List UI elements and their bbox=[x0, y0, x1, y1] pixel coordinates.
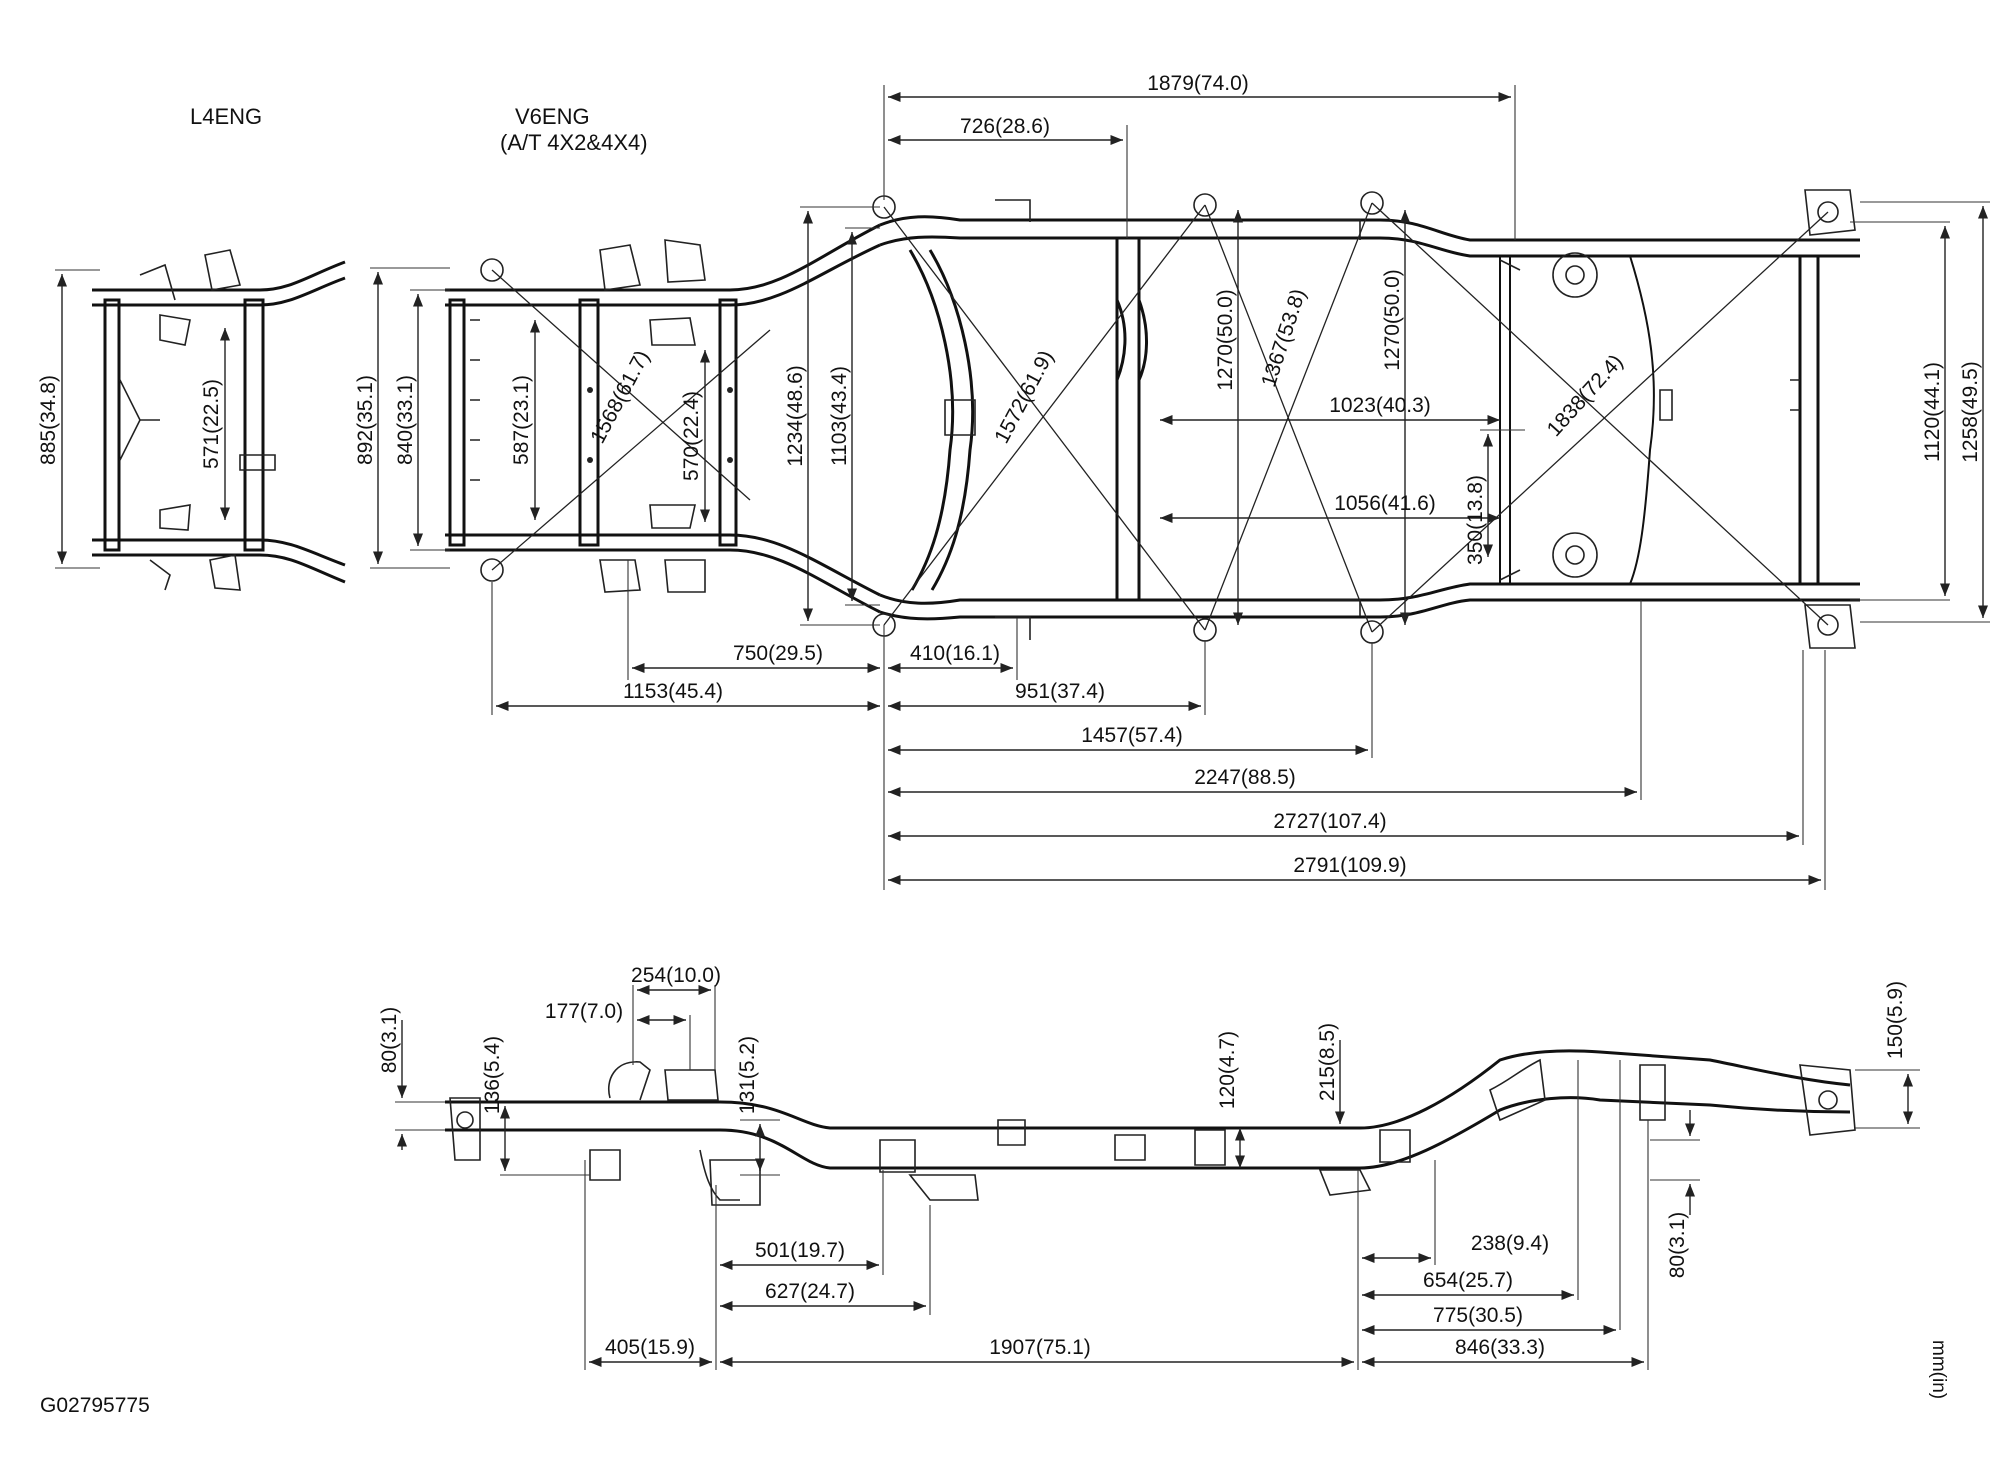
dim-1023: 1023(40.3) bbox=[1329, 394, 1431, 417]
dim-726: 726(28.6) bbox=[960, 115, 1050, 138]
l4-front-frame bbox=[92, 249, 346, 591]
dim-131: 131(5.2) bbox=[736, 1036, 759, 1114]
dim-238: 238(9.4) bbox=[1471, 1232, 1549, 1255]
l4-engine-heading: L4ENG bbox=[190, 104, 262, 129]
dim-1457: 1457(57.4) bbox=[1081, 724, 1183, 747]
dim-1056: 1056(41.6) bbox=[1334, 492, 1436, 515]
dim-750: 750(29.5) bbox=[733, 642, 823, 665]
units-label: mm(in) bbox=[1928, 1340, 1949, 1399]
dim-587: 587(23.1) bbox=[510, 375, 533, 465]
frame-side-view bbox=[445, 1049, 1856, 1206]
v6-engine-subheading: (A/T 4X2&4X4) bbox=[500, 130, 648, 155]
dim-350: 350(13.8) bbox=[1464, 475, 1487, 565]
dim-2727: 2727(107.4) bbox=[1273, 810, 1386, 833]
dim-654: 654(25.7) bbox=[1423, 1269, 1513, 1292]
dim-840: 840(33.1) bbox=[394, 375, 417, 465]
dim-410: 410(16.1) bbox=[910, 642, 1000, 665]
dim-1258: 1258(49.5) bbox=[1959, 361, 1982, 463]
dim-951: 951(37.4) bbox=[1015, 680, 1105, 703]
dim-501: 501(19.7) bbox=[755, 1239, 845, 1262]
dim-177: 177(7.0) bbox=[545, 1000, 623, 1023]
dim-1568: 1568(61.7) bbox=[586, 347, 654, 447]
dim-80a: 80(3.1) bbox=[378, 1007, 401, 1074]
dim-1120: 1120(44.1) bbox=[1921, 362, 1944, 462]
dim-1879: 1879(74.0) bbox=[1147, 72, 1249, 95]
figure-id: G02795775 bbox=[40, 1394, 150, 1417]
dim-571: 571(22.5) bbox=[200, 379, 223, 469]
dim-405: 405(15.9) bbox=[605, 1336, 695, 1359]
dim-120: 120(4.7) bbox=[1216, 1031, 1239, 1109]
dim-570: 570(22.4) bbox=[680, 391, 703, 481]
dim-215: 215(8.5) bbox=[1316, 1023, 1339, 1101]
dim-1234: 1234(48.6) bbox=[784, 365, 807, 467]
dim-136: 136(5.4) bbox=[481, 1036, 504, 1114]
dim-1907: 1907(75.1) bbox=[989, 1336, 1091, 1359]
dim-2791: 2791(109.9) bbox=[1293, 854, 1406, 877]
dim-1367: 1367(53.8) bbox=[1257, 286, 1310, 390]
dim-1153: 1153(45.4) bbox=[623, 680, 723, 703]
v6-front-frame bbox=[445, 223, 881, 614]
dim-1270b: 1270(50.0) bbox=[1381, 269, 1404, 371]
dim-2247: 2247(88.5) bbox=[1194, 766, 1296, 789]
dim-775: 775(30.5) bbox=[1433, 1304, 1523, 1327]
main-frame-top-view bbox=[872, 189, 1860, 649]
dim-150: 150(5.9) bbox=[1884, 981, 1907, 1059]
v6-engine-heading: V6ENG bbox=[515, 104, 590, 129]
dim-254: 254(10.0) bbox=[631, 964, 721, 987]
dim-892: 892(35.1) bbox=[354, 375, 377, 465]
dim-846: 846(33.3) bbox=[1455, 1336, 1545, 1359]
dim-1270a: 1270(50.0) bbox=[1214, 289, 1237, 391]
dim-1103: 1103(43.4) bbox=[828, 366, 851, 466]
dim-885: 885(34.8) bbox=[37, 375, 60, 465]
dim-80b: 80(3.1) bbox=[1666, 1212, 1689, 1279]
dim-1572: 1572(61.9) bbox=[990, 347, 1058, 447]
dim-627: 627(24.7) bbox=[765, 1280, 855, 1303]
